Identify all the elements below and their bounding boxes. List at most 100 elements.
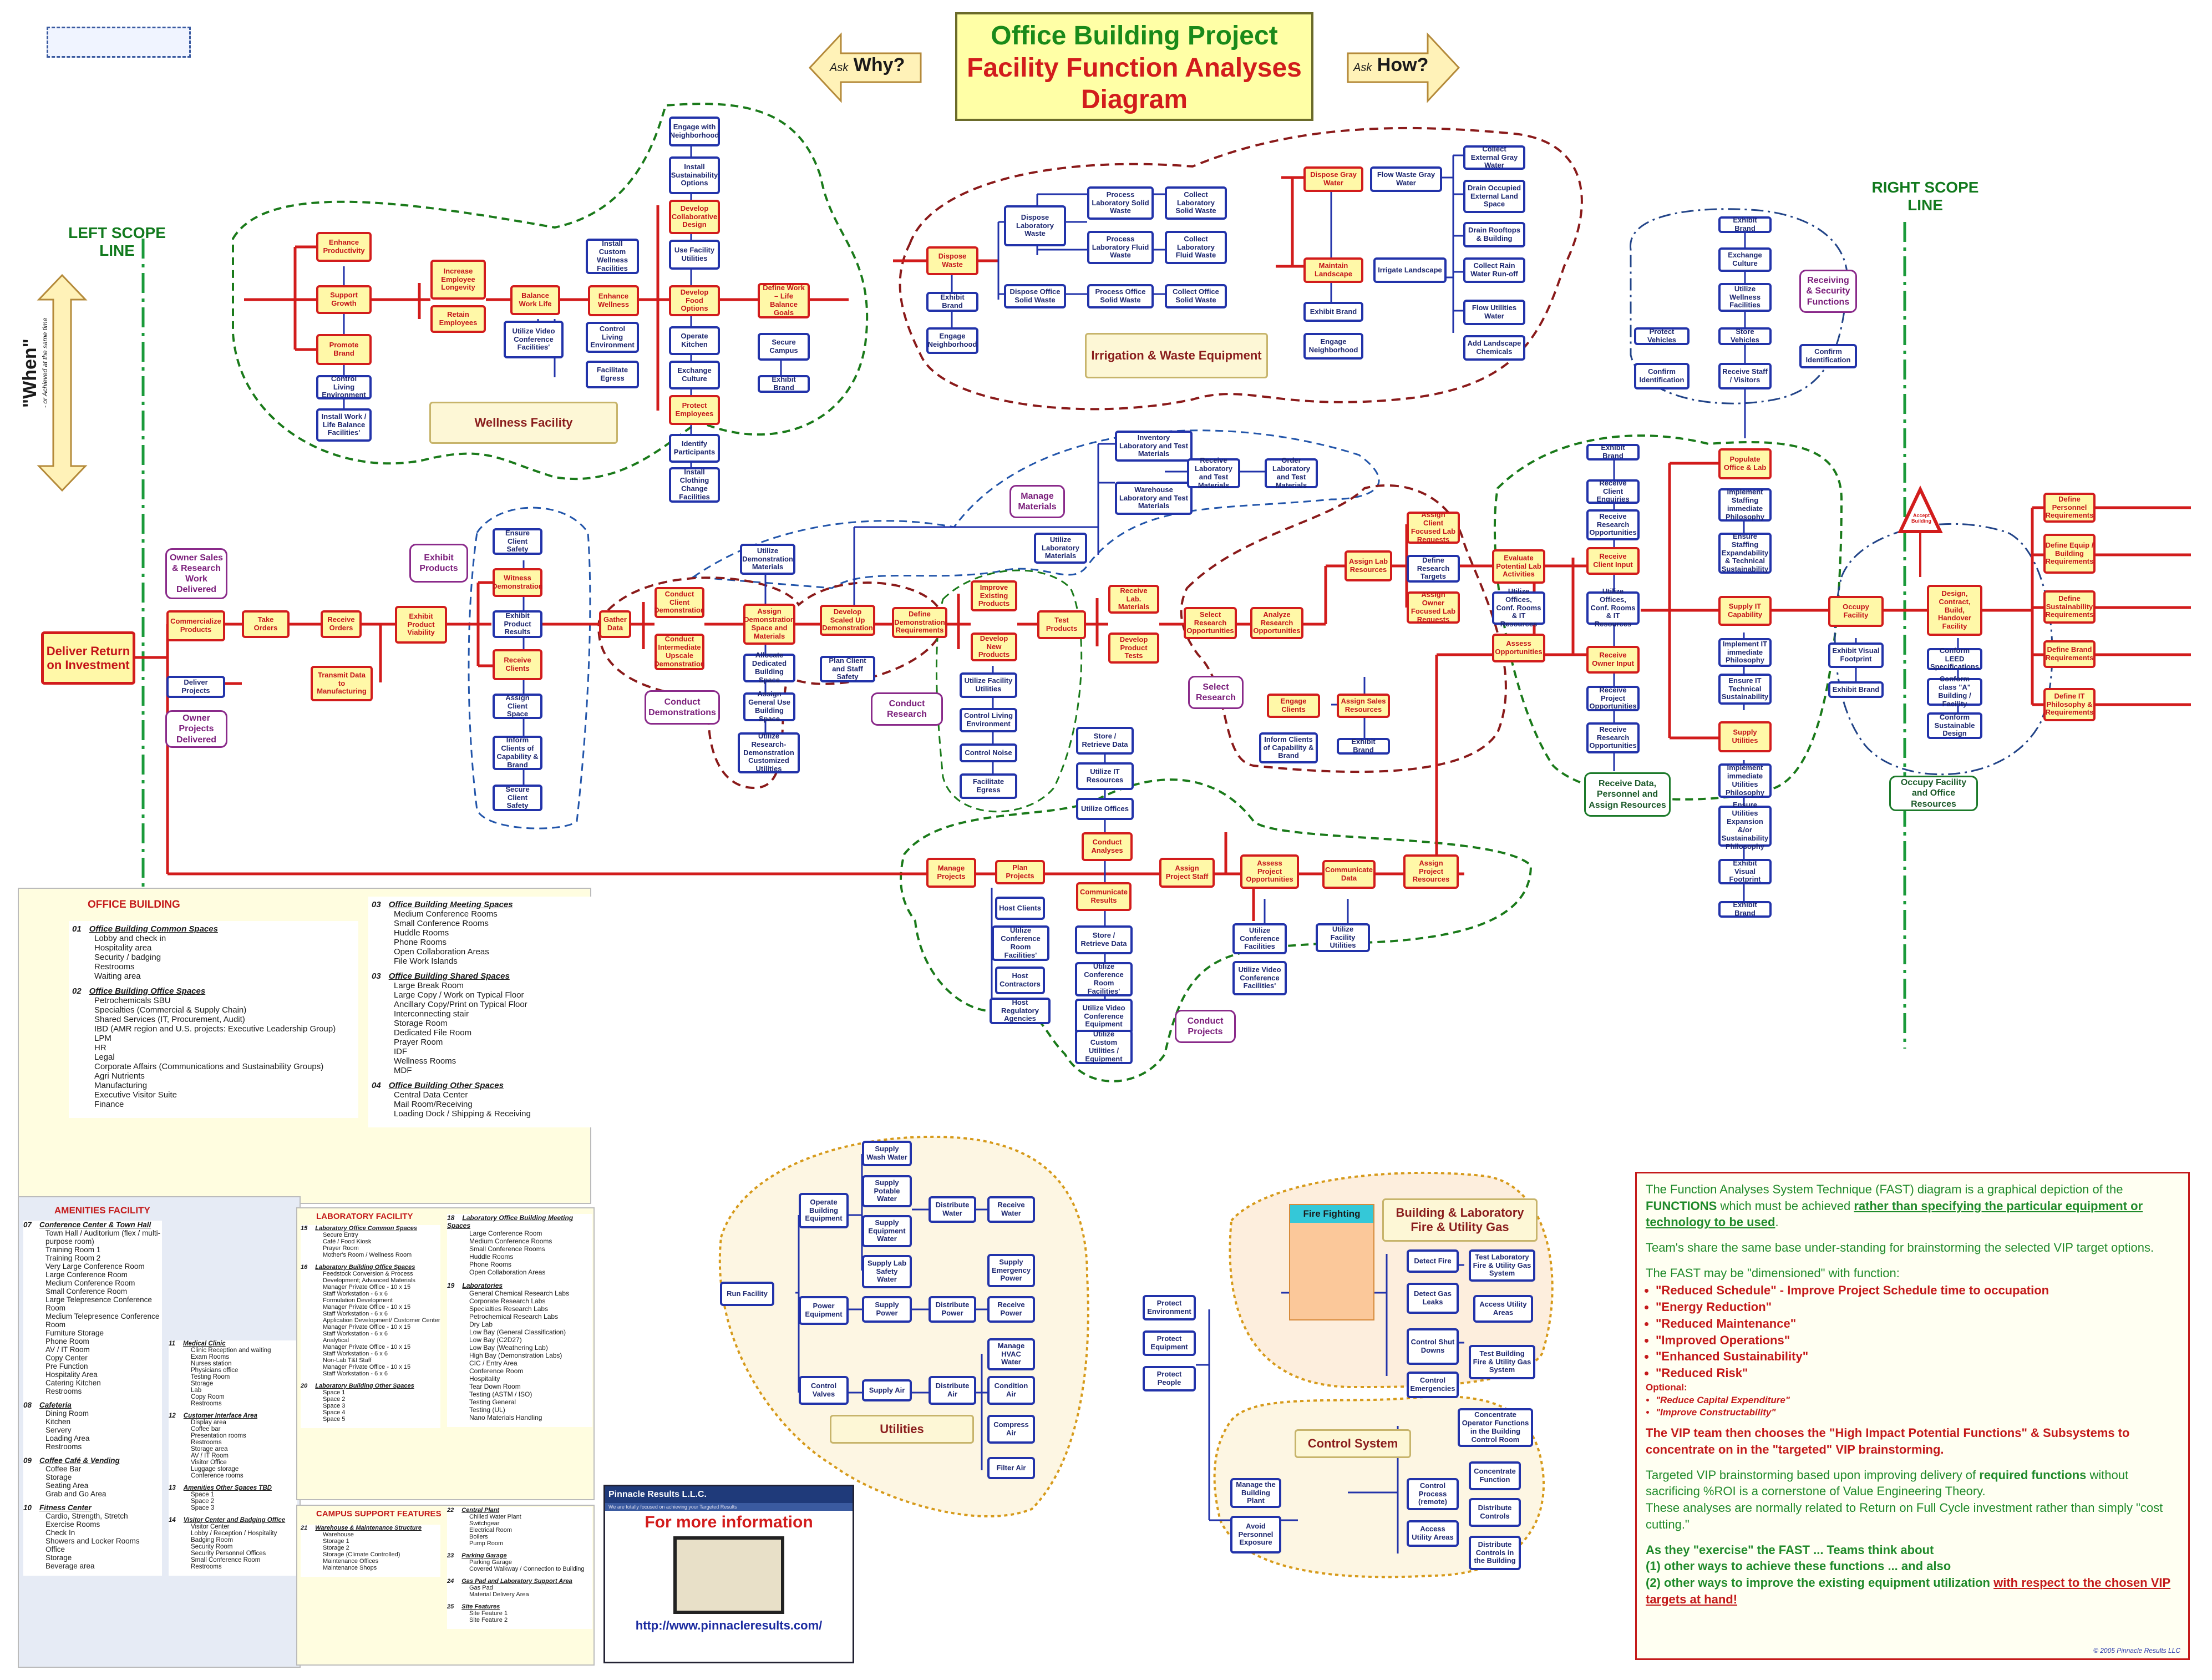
- node-irrigate: Irrigate Landscape: [1373, 257, 1447, 283]
- node-improve-existing: Improve Existing Products: [971, 580, 1017, 611]
- doc-item: Gas Pad: [469, 1585, 493, 1591]
- node-process-lab-solid: Process Laboratory Solid Waste: [1087, 186, 1154, 220]
- node-define-demo-req: Define Demonstration Requirements: [892, 607, 947, 638]
- ask-how-label: Ask How?: [1353, 54, 1428, 76]
- doc-section-number: 08: [23, 1401, 32, 1409]
- node-utilize-wellness: Utilize Wellness Facilities: [1718, 283, 1772, 312]
- doc-section-title: Amenities Other Spaces TBD: [183, 1485, 272, 1491]
- node-receive-owner-input: Receive Owner Input: [1586, 646, 1640, 674]
- right-scope-label: RIGHT SCOPE LINE: [1871, 179, 1979, 214]
- doc-section-title: Warehouse & Maintenance Structure: [315, 1525, 422, 1531]
- doc-item: Space 1: [323, 1389, 346, 1396]
- doc-section-title: Gas Pad and Laboratory Support Area: [461, 1578, 572, 1585]
- doc-item: Mother's Room / Wellness Room: [323, 1252, 412, 1258]
- doc-item: Physicians office: [191, 1367, 239, 1374]
- node-increase-emp: Increase Employee Longevity: [430, 260, 486, 300]
- node-enhance-prod: Enhance Productivity: [316, 232, 372, 262]
- node-compress-air: Compress Air: [987, 1415, 1035, 1444]
- doc-item: Restrooms: [191, 1439, 222, 1446]
- node-deliver-projects: Deliver Projects: [166, 676, 225, 698]
- info-text: (2) other ways to improve the existing e…: [1646, 1575, 1990, 1590]
- doc-item: Coffee Bar: [45, 1465, 82, 1473]
- node-utilize-offices3: Utilize Offices: [1076, 798, 1134, 820]
- doc-item: Storage 1: [323, 1538, 349, 1545]
- node-develop-new: Develop New Products: [971, 632, 1017, 661]
- pinnacle-ad[interactable]: Pinnacle Results L.L.C. We are totally f…: [603, 1485, 854, 1663]
- ask-prefix: Ask: [830, 62, 849, 74]
- node-supply-air: Supply Air: [862, 1379, 912, 1401]
- node-assign-project-staff: Assign Project Staff: [1159, 858, 1215, 888]
- conduct-research-label: Conduct Research: [871, 692, 943, 726]
- doc-item: Staff Workstation - 6 x 6: [323, 1330, 388, 1337]
- doc-section-title: Office Building Meeting Spaces: [388, 900, 513, 909]
- info-p1: The Function Analyses System Technique (…: [1646, 1182, 2143, 1229]
- node-receive-client-enq: Receive Client Enquiries: [1586, 479, 1640, 504]
- node-use-facility: Use Facility Utilities: [669, 240, 720, 270]
- doc-item: Finance: [94, 1100, 124, 1109]
- node-communicate-results: Communicate Results: [1076, 882, 1132, 911]
- doc-item: Corporate Research Labs: [469, 1297, 546, 1305]
- doc-section-number: 07: [23, 1221, 32, 1229]
- doc-section-title: Laboratory Building Other Spaces: [315, 1383, 414, 1389]
- info-bullet: "Energy Reduction": [1656, 1299, 2179, 1315]
- doc-item: Legal: [94, 1052, 115, 1062]
- ad-url[interactable]: http://www.pinnacleresults.com/: [635, 1618, 823, 1632]
- doc-item: Specialties (Commercial & Supply Chain): [94, 1005, 247, 1015]
- node-manage-hvac: Manage HVAC Water: [987, 1338, 1035, 1370]
- node-utilize-custom: Utilize Custom Utilities / Equipment: [1075, 1030, 1133, 1064]
- doc-item: Small Conference Rooms: [394, 919, 489, 928]
- doc-item: Exercise Rooms: [45, 1520, 100, 1529]
- info-bullet: "Reduce Capital Expenditure": [1656, 1394, 2179, 1407]
- node-detect-gas: Detect Gas Leaks: [1407, 1283, 1459, 1314]
- doc-item: Manufacturing: [94, 1081, 148, 1090]
- doc-item: Servery: [45, 1426, 72, 1434]
- node-supply-it: Supply IT Capability: [1718, 596, 1772, 626]
- node-filter-air: Filter Air: [987, 1457, 1035, 1479]
- node-ensure-util: Ensure Utilities Expansion &/or Sustaina…: [1718, 801, 1772, 851]
- doc-item: MDF: [394, 1066, 412, 1075]
- doc-section-title: Visitor Center and Badging Office: [183, 1517, 286, 1524]
- doc-section-number: 14: [169, 1517, 176, 1524]
- node-conduct-analyses: Conduct Analyses: [1082, 832, 1133, 861]
- node-exchange-culture: Exchange Culture: [1718, 247, 1772, 272]
- doc-item: Phone Rooms: [469, 1261, 512, 1268]
- info-bullet: "Reduced Risk": [1656, 1365, 2179, 1382]
- doc-item: Central Data Center: [394, 1090, 468, 1100]
- node-process-lab-fluid: Process Laboratory Fluid Waste: [1087, 231, 1154, 264]
- info-bullet: "Reduced Maintenance": [1656, 1315, 2179, 1332]
- node-facilitate-egress2: Facilitate Egress: [960, 773, 1017, 799]
- doc-section-number: 22: [447, 1507, 454, 1514]
- doc-item: Copy Center: [45, 1354, 88, 1362]
- node-promote-brand: Promote Brand: [316, 334, 372, 365]
- node-assign-client-space: Assign Client Space: [493, 694, 542, 719]
- node-populate: Populate Office & Lab: [1718, 448, 1772, 479]
- when-subtext: - or Achieved at the same time: [41, 317, 49, 408]
- node-inventory: Inventory Laboratory and Test Materials: [1115, 431, 1193, 462]
- doc-item: Petrochemical Research Labs: [469, 1313, 559, 1320]
- info-bullets: "Reduced Schedule" - Improve Project Sch…: [1646, 1282, 2179, 1381]
- node-take-orders: Take Orders: [242, 610, 290, 638]
- utilities-title: Utilities: [830, 1415, 974, 1444]
- doc-section-title: Office Building Common Spaces: [89, 924, 218, 934]
- doc-item: Storage: [191, 1380, 214, 1387]
- doc-item: Analytical: [323, 1337, 349, 1344]
- doc-item: Beverage area: [45, 1562, 95, 1570]
- doc-item: Huddle Rooms: [469, 1253, 514, 1261]
- doc-item: Medium Conference Room: [45, 1279, 135, 1287]
- info-text: Targeted VIP brainstorming based upon im…: [1646, 1468, 1976, 1482]
- doc-item: Training Room 2: [45, 1254, 101, 1262]
- when-label: "When" - or Achieved at the same time: [19, 317, 103, 408]
- doc-section-title: Site Features: [461, 1603, 500, 1610]
- node-exchange-culture-w: Exchange Culture: [669, 361, 720, 389]
- doc-item: Maintenance Offices: [323, 1558, 379, 1565]
- doc-item: Material Delivery Area: [469, 1591, 529, 1598]
- node-select-opps: Select Research Opportunities: [1184, 607, 1237, 639]
